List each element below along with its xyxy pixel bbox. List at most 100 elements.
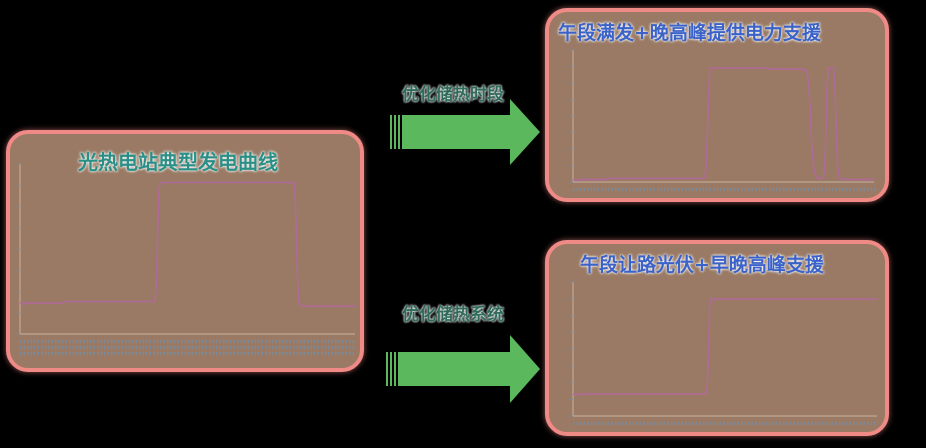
x-tick-label bbox=[282, 352, 284, 355]
x-tick-label bbox=[758, 188, 760, 191]
x-tick-label bbox=[307, 340, 309, 343]
x-tick-label bbox=[240, 352, 242, 355]
x-tick-label bbox=[114, 352, 116, 355]
x-tick-label bbox=[48, 352, 50, 355]
x-tick-label bbox=[275, 346, 277, 349]
x-tick-label bbox=[587, 422, 589, 425]
x-tick-label bbox=[142, 340, 144, 343]
x-tick-label bbox=[674, 188, 676, 191]
x-tick-label bbox=[842, 188, 844, 191]
x-tick-label bbox=[331, 340, 333, 343]
x-tick-label bbox=[230, 340, 232, 343]
x-tick-label bbox=[62, 340, 64, 343]
x-tick-label bbox=[268, 346, 270, 349]
x-tick-label bbox=[79, 340, 81, 343]
x-tick-label bbox=[692, 188, 694, 191]
x-tick-label bbox=[335, 346, 337, 349]
x-tick-label bbox=[177, 352, 179, 355]
x-tick-label bbox=[573, 422, 575, 425]
x-tick-label bbox=[107, 352, 109, 355]
x-tick-label bbox=[226, 340, 228, 343]
x-tick-label bbox=[114, 340, 116, 343]
chart-title-noon-full: 午段满发+晚高峰提供电力支援 bbox=[558, 22, 821, 44]
x-tick-label bbox=[65, 346, 67, 349]
x-tick-label bbox=[874, 188, 876, 191]
x-tick-label bbox=[314, 346, 316, 349]
x-tick-label bbox=[118, 346, 120, 349]
x-tick-label bbox=[146, 346, 148, 349]
x-tick-label bbox=[27, 346, 29, 349]
x-tick-label bbox=[195, 346, 197, 349]
x-tick-label bbox=[279, 340, 281, 343]
x-tick-label bbox=[678, 422, 680, 425]
x-tick-label bbox=[667, 188, 669, 191]
x-tick-label bbox=[86, 346, 88, 349]
x-tick-label bbox=[72, 352, 74, 355]
x-tick-label bbox=[223, 352, 225, 355]
x-tick-label bbox=[275, 352, 277, 355]
x-tick-label bbox=[338, 352, 340, 355]
x-tick-label bbox=[153, 346, 155, 349]
x-tick-label bbox=[167, 352, 169, 355]
x-tick-label bbox=[804, 188, 806, 191]
x-tick-label bbox=[730, 188, 732, 191]
x-tick-label bbox=[286, 340, 288, 343]
x-tick-label bbox=[156, 346, 158, 349]
x-tick-label bbox=[170, 346, 172, 349]
x-tick-label bbox=[184, 340, 186, 343]
x-tick-label bbox=[772, 422, 774, 425]
x-tick-label bbox=[30, 340, 32, 343]
x-tick-label bbox=[174, 340, 176, 343]
x-tick-label bbox=[790, 422, 792, 425]
x-tick-label bbox=[307, 346, 309, 349]
x-tick-label bbox=[727, 422, 729, 425]
x-tick-label bbox=[328, 352, 330, 355]
x-tick-label bbox=[296, 352, 298, 355]
x-tick-label bbox=[51, 352, 53, 355]
x-tick-label bbox=[734, 422, 736, 425]
x-tick-label bbox=[314, 340, 316, 343]
x-tick-label bbox=[660, 422, 662, 425]
x-tick-label bbox=[811, 188, 813, 191]
x-tick-label bbox=[177, 346, 179, 349]
x-tick-label bbox=[170, 340, 172, 343]
x-tick-label bbox=[650, 188, 652, 191]
x-tick-label bbox=[594, 422, 596, 425]
generation-curve bbox=[20, 181, 355, 307]
x-tick-label bbox=[128, 352, 130, 355]
x-tick-label bbox=[576, 422, 578, 425]
x-tick-label bbox=[793, 188, 795, 191]
x-tick-label bbox=[72, 346, 74, 349]
x-tick-label bbox=[139, 352, 141, 355]
x-tick-label bbox=[293, 346, 295, 349]
x-tick-label bbox=[650, 422, 652, 425]
x-tick-label bbox=[849, 422, 851, 425]
x-tick-label bbox=[65, 352, 67, 355]
x-tick-label bbox=[702, 422, 704, 425]
x-tick-label bbox=[282, 346, 284, 349]
x-tick-label bbox=[251, 346, 253, 349]
x-tick-label bbox=[737, 422, 739, 425]
x-tick-label bbox=[818, 422, 820, 425]
x-tick-label bbox=[104, 352, 106, 355]
x-tick-label bbox=[692, 422, 694, 425]
x-tick-label bbox=[314, 352, 316, 355]
x-tick-label bbox=[69, 352, 71, 355]
x-tick-label bbox=[205, 340, 207, 343]
x-tick-label bbox=[247, 346, 249, 349]
x-tick-label bbox=[720, 188, 722, 191]
x-tick-label bbox=[261, 346, 263, 349]
x-tick-label bbox=[338, 346, 340, 349]
x-tick-label bbox=[265, 346, 267, 349]
x-tick-label bbox=[328, 346, 330, 349]
x-tick-label bbox=[310, 352, 312, 355]
x-tick-label bbox=[76, 346, 78, 349]
x-tick-label bbox=[111, 346, 113, 349]
x-tick-label bbox=[93, 340, 95, 343]
x-tick-label bbox=[776, 422, 778, 425]
x-tick-label bbox=[800, 188, 802, 191]
x-tick-label bbox=[230, 346, 232, 349]
x-tick-label bbox=[804, 422, 806, 425]
x-tick-label bbox=[331, 346, 333, 349]
x-tick-label bbox=[723, 188, 725, 191]
